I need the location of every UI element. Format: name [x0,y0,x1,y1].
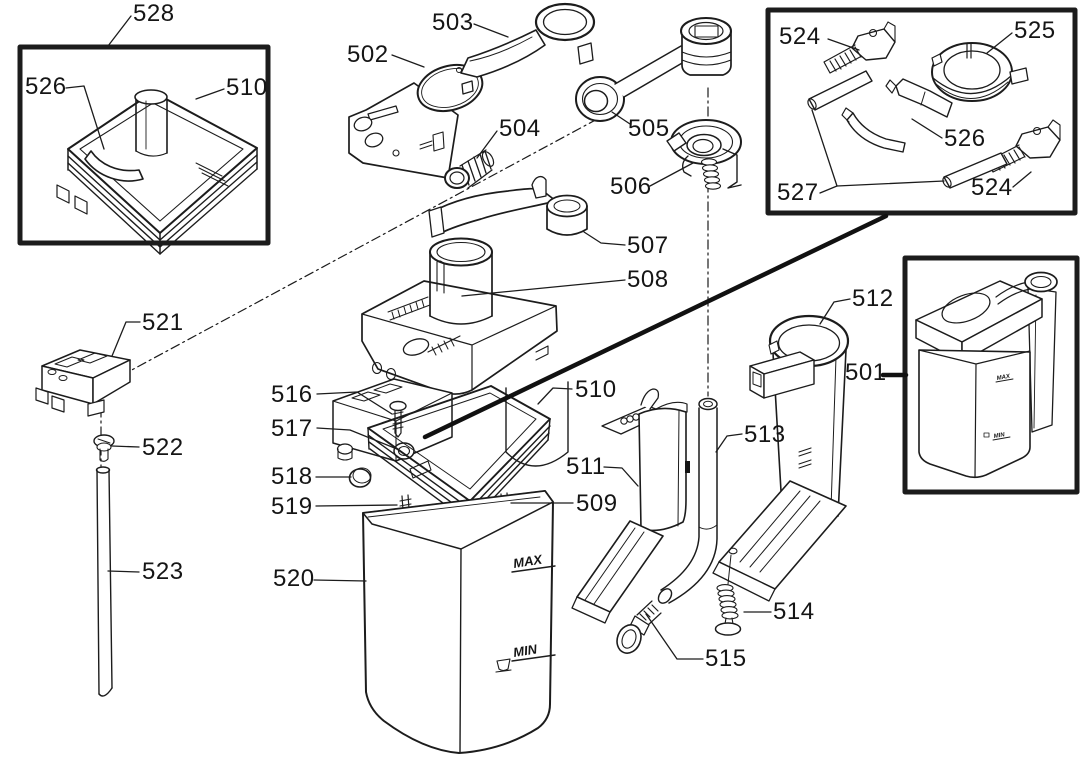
min-marking: MIN [495,641,556,673]
callout-520: 520 [273,565,315,592]
assembled-carafe-drawing: MAX MIN [915,271,1058,479]
part-515-connector [616,600,662,654]
inset-assembled-carafe-501: MAX MIN [902,255,1080,495]
callout-501: 501 [845,359,887,386]
part-valve-block [332,378,453,479]
callout-516: 516 [271,381,313,408]
part-510-frame-underside [56,89,258,255]
callout-510-inset-lid: 510 [226,74,268,101]
inset-border [765,7,1078,216]
part-516-screw [389,400,407,438]
part-520-milk-container: MAX MIN [362,490,556,754]
part-518-plug [348,467,372,488]
part-525-collar [931,42,1029,102]
callout-527: 527 [777,179,819,206]
part-504-threaded-nozzle [444,149,495,189]
inset-pointer-line [422,213,889,440]
part-512-spout-holder [712,314,850,602]
callout-515: 515 [705,645,747,672]
part-521-bracket [35,349,131,417]
part-522-screw [93,434,115,462]
max-label: MAX [512,551,544,571]
callout-506: 506 [610,173,652,200]
part-526-seal-clip [84,150,144,182]
callout-519: 519 [271,493,313,520]
max-marking: MAX [511,551,556,573]
callout-526-inset-lid: 526 [25,73,67,100]
inset-max-label: MAX [996,374,1011,382]
part-502-lid-body [348,63,484,179]
part-507-inner-arm [428,175,588,238]
leader-lines [65,15,1032,660]
inset-min-label: MIN [993,432,1006,440]
callout-523: 523 [142,558,184,585]
part-511-cover [571,388,690,624]
callout-513: 513 [744,421,786,448]
callout-522: 522 [142,434,184,461]
callout-503: 503 [432,9,474,36]
inset-border [17,44,271,246]
min-label: MIN [512,641,538,660]
inset-clamp-kit [765,7,1078,216]
callout-518: 518 [271,463,313,490]
callout-524-left: 524 [779,23,821,50]
part-508-frother-housing [361,237,558,395]
callout-509: 509 [576,490,618,517]
callout-514: 514 [773,598,815,625]
callout-505: 505 [628,115,670,142]
callout-510-main: 510 [575,376,617,403]
callout-507: 507 [627,232,669,259]
part-connector-cup [680,17,732,76]
upper-tube [614,45,690,98]
callout-528: 528 [133,0,175,27]
part-513-bent-tube [657,397,718,604]
callout-511: 511 [566,453,606,480]
reference-lines [422,213,909,440]
part-514-screw-spring [714,584,742,636]
callout-502: 502 [347,41,389,68]
part-527-tube-right [942,152,1008,189]
part-527-tube-left [807,70,873,111]
callout-521: 521 [142,309,184,336]
callout-512: 512 [852,285,894,312]
callout-524-right: 524 [971,174,1013,201]
part-523-tube [95,466,113,697]
part-505-grommet [575,76,625,122]
part-526-spring-clips [841,78,953,153]
part-503-spout-arm [460,2,596,78]
inset-lid-underside-528 [17,44,271,255]
part-524-clamp-screw-right [987,119,1061,173]
part-510-seal-frame [367,381,569,524]
callout-526-inset-kit: 526 [944,125,986,152]
callout-508: 508 [627,266,669,293]
milk-jug-icon [495,658,512,673]
callout-525: 525 [1014,17,1056,44]
callout-504: 504 [499,115,541,142]
part-524-clamp-screw-left [823,21,896,74]
part-506-valve-gasket [666,119,742,190]
callout-517: 517 [271,415,313,442]
